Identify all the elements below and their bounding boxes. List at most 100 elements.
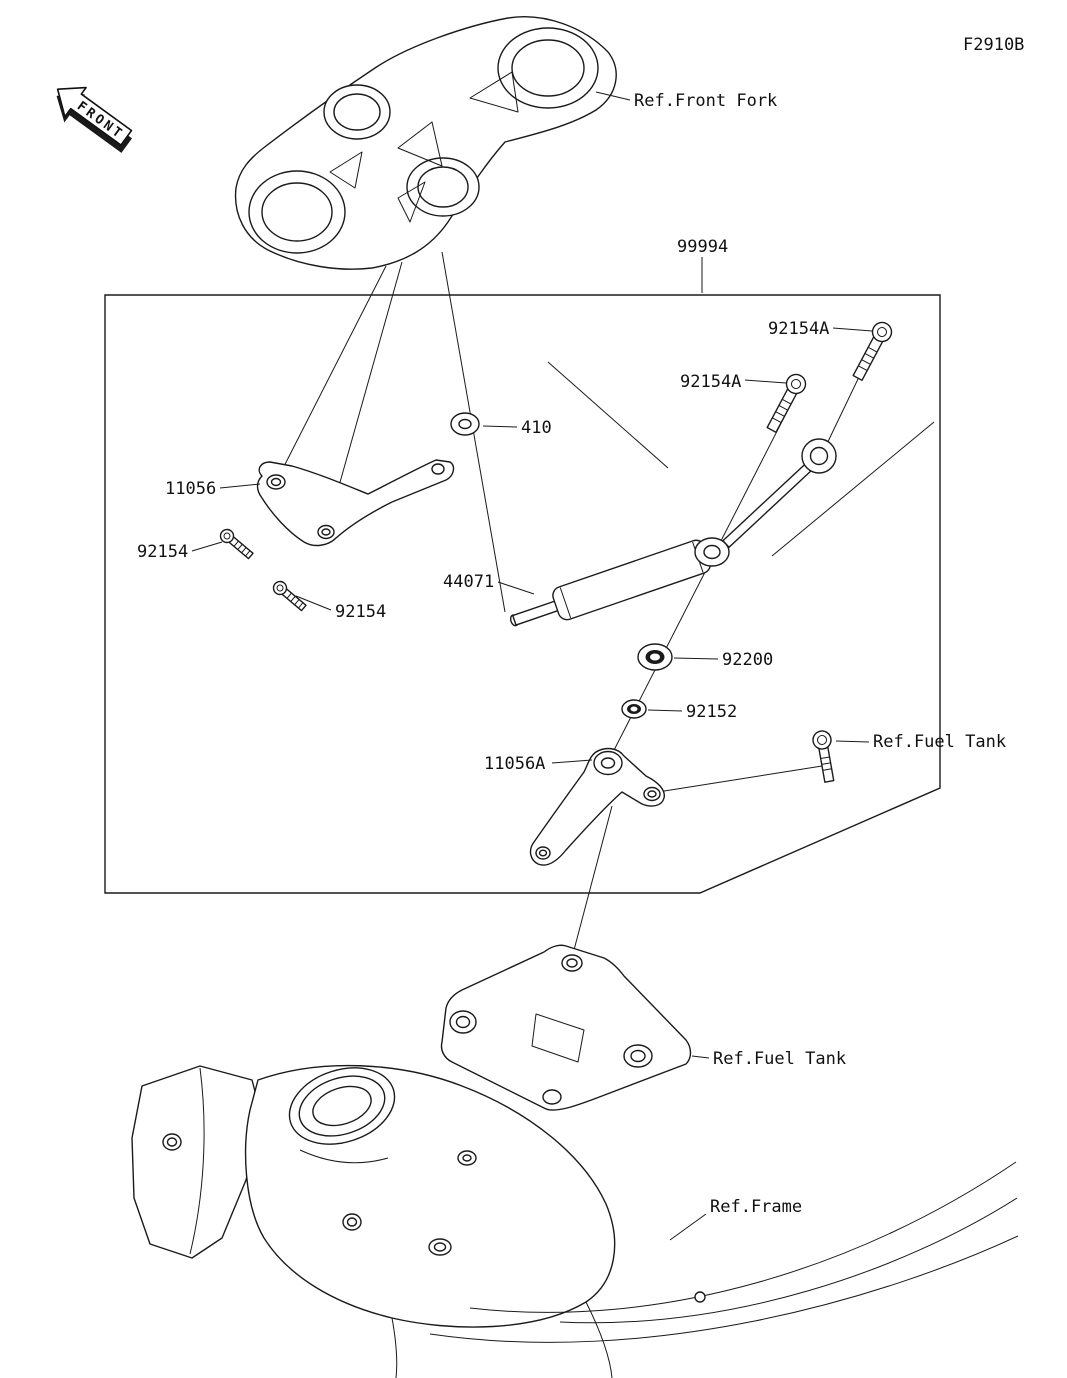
callout-ref-front-fork: Ref.Front Fork — [634, 91, 777, 111]
thread-line — [861, 359, 871, 365]
thread-line — [290, 595, 296, 602]
frame-spar-curve — [469, 1161, 1017, 1313]
fuel-tank-bracket-body — [440, 944, 692, 1111]
leader-92154a-lower — [744, 379, 787, 384]
callout-410: 410 — [521, 418, 552, 438]
thread-line — [778, 405, 788, 411]
thread-line — [858, 365, 868, 371]
clamp-stem-hole-inner — [417, 166, 469, 208]
screw-head — [219, 528, 235, 544]
callout-ref-fuel-tank-bolt: Ref.Fuel Tank — [873, 732, 1006, 752]
frame-boss-inner — [462, 1154, 472, 1162]
frame-lower-edge — [391, 1317, 398, 1378]
thread-line — [286, 592, 292, 599]
leader-92154-bottom — [295, 595, 332, 611]
bolt-92154a-upper — [852, 321, 893, 381]
callout-92154-bottom: 92154 — [335, 602, 386, 622]
thread-line — [245, 550, 251, 557]
thread-line — [241, 547, 247, 554]
fuel-tank-bolt — [812, 730, 835, 783]
steering-damper-44071 — [509, 438, 837, 627]
callout-92200: 92200 — [722, 650, 773, 670]
mounting-hole-inner — [630, 1049, 646, 1063]
axis-line — [275, 265, 387, 483]
axis-line — [609, 395, 796, 759]
axis-line — [771, 421, 935, 557]
bolt-head-socket — [877, 327, 887, 337]
bolt-head — [871, 321, 893, 343]
leader-ref-front-fork — [595, 91, 631, 101]
leader-92152 — [647, 709, 683, 712]
body-cap-line — [559, 587, 572, 619]
screw-head-socket — [223, 532, 231, 540]
diagram-code: F2910B — [963, 35, 1024, 55]
axis-line — [657, 765, 823, 793]
screw-92154-bottom — [272, 580, 307, 612]
leader-44071 — [497, 581, 535, 595]
screw-92154-left — [219, 528, 254, 560]
bolt-shaft — [818, 746, 835, 783]
mounting-hole-inner — [455, 1015, 471, 1029]
leader-ref-frame — [669, 1213, 707, 1241]
mounting-hole-inner — [566, 958, 578, 968]
mounting-hole — [431, 463, 445, 475]
bracket-cutout — [531, 1013, 585, 1063]
bracket-11056a-body — [529, 747, 665, 866]
bracket-11056-body — [256, 459, 455, 547]
thread-line — [821, 762, 831, 765]
frame-hole-inner — [433, 1242, 447, 1252]
leader-ref-fuel-tank-bolt — [835, 740, 870, 743]
clamp-cutout-4 — [397, 181, 426, 223]
callout-11056: 11056 — [165, 479, 216, 499]
rubber-bore — [650, 653, 660, 661]
thread-line — [864, 353, 874, 359]
mounting-hole-inner — [321, 528, 331, 536]
thread-line — [298, 602, 304, 609]
leader-92154a-upper — [832, 327, 873, 332]
steering-head-tube — [288, 1067, 396, 1145]
mounting-hole-inner — [270, 477, 282, 487]
callout-11056a: 11056A — [484, 754, 545, 774]
frame-spar-curve — [559, 1197, 1018, 1324]
collar-92152 — [621, 699, 647, 719]
thread-line — [822, 768, 832, 771]
bolt-head-socket — [791, 379, 801, 389]
kit-boundary-box — [104, 294, 941, 894]
callout-kit-99994: 99994 — [677, 237, 728, 257]
mounting-hole-inner — [538, 849, 548, 857]
frame-lower-edge — [585, 1301, 613, 1378]
leader-11056 — [219, 483, 261, 489]
frame — [131, 1064, 1019, 1378]
front-direction-arrow: FRONT — [56, 86, 133, 153]
frame-left-plate-edge — [189, 1067, 205, 1255]
thread-line — [294, 599, 300, 606]
frame-small-hole — [694, 1291, 706, 1303]
clamp-left-bore-inner — [261, 182, 333, 242]
frame-rib — [299, 1149, 389, 1164]
callout-92152: 92152 — [686, 702, 737, 722]
thread-line — [867, 346, 878, 353]
mounting-hole-inner — [647, 790, 657, 798]
screw-head — [272, 580, 288, 596]
clamp-upper-ring-inner — [333, 93, 381, 131]
clamp-right-bore-inner — [511, 39, 585, 97]
leader-11056a — [551, 759, 593, 764]
collar-bore — [630, 706, 638, 712]
callout-ref-frame: Ref.Frame — [710, 1197, 802, 1217]
bracket-11056a — [529, 747, 665, 866]
bolt-head — [785, 373, 807, 395]
frame-hole-inner — [166, 1137, 178, 1147]
callout-ref-fuel-tank-bracket: Ref.Fuel Tank — [713, 1049, 846, 1069]
mounting-hole — [542, 1089, 562, 1105]
washer-410 — [450, 412, 480, 436]
frame-spar-curve — [429, 1235, 1019, 1343]
thread-line — [772, 417, 782, 423]
clamp-cutout-2 — [397, 121, 443, 167]
damper-rod — [512, 599, 561, 626]
damper-mount-boss-inner — [703, 544, 721, 560]
bolt-92154a-lower — [766, 373, 807, 433]
screw-shaft — [280, 587, 307, 612]
axis-line — [547, 361, 669, 469]
thread-line — [233, 540, 239, 547]
